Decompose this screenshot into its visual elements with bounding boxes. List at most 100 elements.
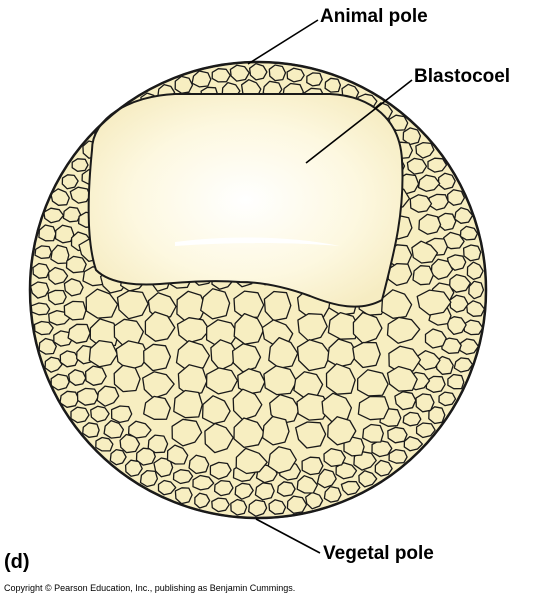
cell [402,127,422,146]
cell [327,311,359,340]
cell [466,261,484,281]
cell [425,375,446,393]
cell [210,339,239,371]
cell [297,313,328,342]
cell [306,72,323,87]
cell [447,373,465,390]
cell [394,391,417,411]
cell [50,373,70,391]
cell [76,387,100,406]
cell [362,423,384,443]
cell [386,365,418,392]
cell [296,475,319,494]
cell [263,365,298,396]
cell [166,444,189,465]
cell [204,422,234,454]
cell [63,300,87,321]
cell [201,395,231,425]
cell [462,244,482,262]
cell [53,330,74,347]
cell [233,312,265,345]
cell [205,367,239,395]
cell [352,341,381,369]
panel-label: (d) [4,551,30,573]
cell [412,265,434,286]
cell [67,369,87,386]
cell [176,317,211,344]
cell [415,422,436,439]
cell [47,266,69,285]
cell [211,497,230,513]
animal-pole-leader [247,19,319,65]
cell [424,328,447,349]
cell [411,240,439,264]
cell [248,62,268,81]
cell [454,207,474,224]
cell [38,224,57,242]
cell [323,447,346,468]
cell [374,459,393,477]
cell [127,420,152,439]
cell [448,273,472,293]
cell [50,244,70,265]
cell [323,485,342,503]
cell [388,448,408,464]
cell [353,451,377,471]
cell [62,206,82,223]
cell [418,213,442,235]
cell [327,416,357,446]
cell [115,340,150,371]
vegetal-pole-leader [255,518,321,554]
cell [67,323,91,344]
cell [50,188,70,206]
cell [172,469,194,485]
cell [416,289,452,316]
cell [268,336,299,369]
cell [233,290,265,319]
cell [82,422,100,438]
cell [85,288,119,319]
cell [358,470,378,488]
cell [286,495,308,514]
cell [466,300,486,317]
cell [459,225,479,241]
cell [268,64,287,82]
cell [213,479,234,497]
cell [261,415,290,446]
cell [143,343,172,372]
cell [371,439,393,458]
cell [38,337,57,355]
cell [427,157,448,173]
cell [30,281,50,299]
cell [316,468,337,489]
cell [301,456,324,476]
cell [468,280,485,300]
cell [268,499,287,515]
cell [263,290,292,322]
cell [63,278,84,297]
cell [88,339,119,368]
cell [116,290,149,320]
cell [157,479,177,496]
cell [409,194,433,213]
cell [230,498,248,516]
cell [438,391,457,407]
embryo [28,60,488,520]
cell [357,395,390,421]
cell [113,364,141,393]
cell [352,311,383,345]
cell [235,447,268,475]
cell [188,454,210,475]
cell [59,350,80,368]
cell [356,369,389,397]
cell [340,480,361,496]
cell [194,492,211,509]
cell [32,262,51,279]
blastocoel-leader [305,79,413,164]
cell [69,186,91,204]
cell [200,288,231,320]
cell [90,405,110,423]
cell [286,67,305,83]
cell [387,426,408,444]
